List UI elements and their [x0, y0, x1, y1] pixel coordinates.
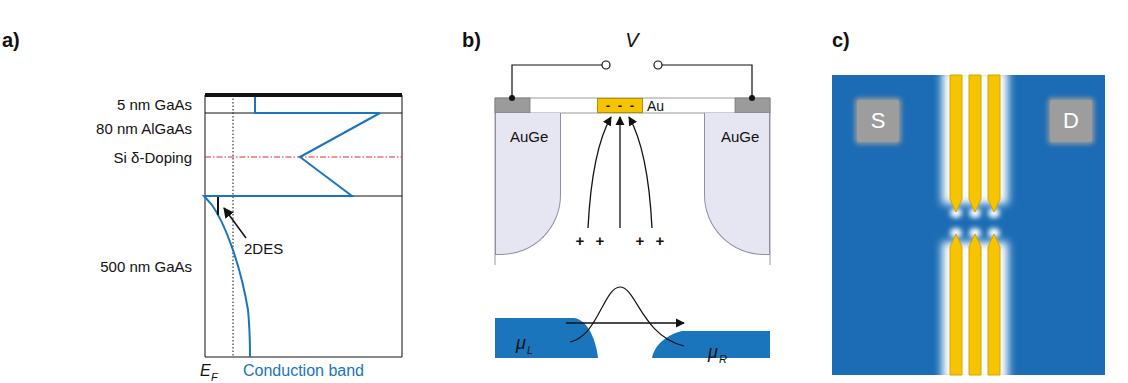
chemical-potential: μ [516, 334, 526, 352]
chemical-potential: μ [708, 343, 718, 361]
2des-sheet [495, 256, 592, 260]
gate-finger [988, 234, 1000, 375]
2des-level [217, 197, 219, 215]
panel-letter: b) [462, 30, 481, 50]
field-arrow [619, 117, 620, 228]
terminal [654, 61, 662, 69]
wire [662, 65, 752, 98]
subscript: R [719, 354, 727, 365]
gate-electrode: ---Au [597, 98, 643, 113]
leader-arrow [224, 208, 246, 238]
layer-label: 80 nm AlGaAs [96, 121, 192, 136]
conduction-band [204, 97, 380, 357]
panel-letter: a) [2, 30, 20, 50]
drain-contact: D [1050, 100, 1092, 142]
fermi-energy-symbol: E [200, 363, 211, 379]
charge-sign: + [576, 233, 585, 248]
device-outline [495, 98, 770, 265]
charge-sign: - [618, 99, 622, 112]
terminal [602, 61, 610, 69]
tunnel-barrier [570, 287, 684, 346]
wire-joint [509, 95, 515, 101]
gate-fingers [950, 75, 1000, 375]
gate-finger [950, 234, 962, 375]
node-label: AuGe [721, 129, 759, 144]
layer-label: Si δ-Doping [114, 150, 192, 165]
charge-sign: - [630, 99, 634, 112]
charge-sign: + [656, 233, 665, 248]
gate-top-view [832, 70, 1105, 382]
wire-joint [749, 95, 755, 101]
gate-finger [950, 75, 962, 212]
node-label: D [1063, 110, 1079, 132]
2des-mesa [832, 75, 1105, 375]
source-contact: S [857, 100, 899, 142]
panel-letter: c) [832, 30, 850, 50]
fermi-sea [495, 318, 598, 358]
2des-sheet [676, 256, 770, 260]
device-cross-section [495, 61, 770, 358]
gate-finger [969, 234, 981, 375]
material-label: Au [647, 99, 664, 114]
charge-sign: + [636, 233, 645, 248]
tunnel-arrow [566, 322, 684, 323]
voltage-symbol: V [625, 30, 638, 50]
node-label: AuGe [510, 129, 548, 144]
charge-sign: + [596, 233, 605, 248]
layer-label: 500 nm GaAs [100, 259, 192, 274]
gate-finger [988, 75, 1000, 212]
layer-border [402, 95, 403, 357]
band-diagram [204, 93, 402, 357]
charge-sign: - [606, 99, 610, 112]
subscript: F [211, 372, 218, 383]
surface-bar [205, 93, 402, 97]
field-arrow [629, 117, 652, 228]
ohmic-contact: AuGe [704, 113, 770, 255]
wire [512, 65, 602, 98]
gate-finger [969, 75, 981, 212]
band-label: Conduction band [243, 363, 364, 379]
delta-doping-line [205, 156, 402, 157]
layer-border [205, 95, 206, 357]
subscript: L [527, 345, 533, 356]
node-label: S [871, 110, 886, 132]
layer-label: 5 nm GaAs [117, 97, 192, 112]
2des-label: 2DES [244, 241, 283, 256]
layer-border [205, 357, 402, 358]
ohmic-contact: AuGe [495, 113, 561, 255]
fermi-level [233, 95, 234, 357]
field-arrow [588, 117, 611, 228]
